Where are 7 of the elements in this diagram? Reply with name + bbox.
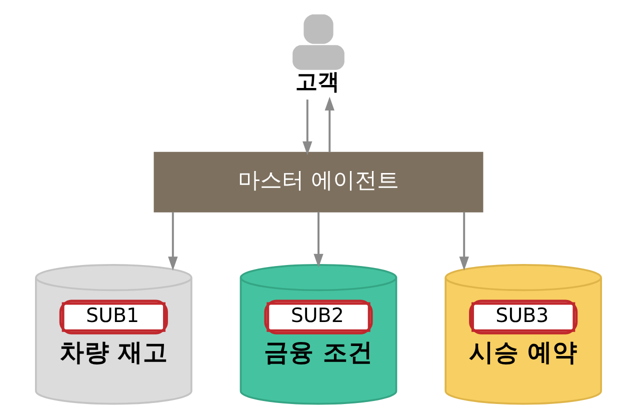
arrow (458, 212, 468, 271)
arrow (313, 212, 323, 268)
arrow (168, 212, 178, 271)
node-box: 마스터 에이전트 (153, 152, 483, 212)
node-label: 고객 (295, 68, 340, 95)
arrow (302, 100, 312, 156)
arrow (324, 96, 334, 152)
